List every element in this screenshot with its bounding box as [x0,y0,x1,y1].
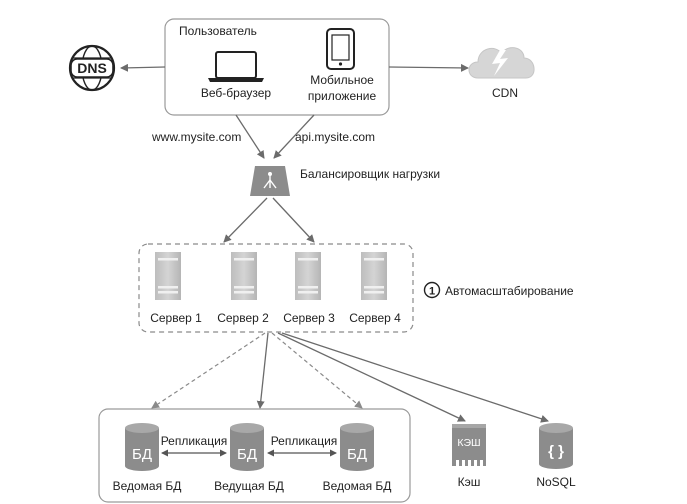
user-group-title: Пользователь [179,24,257,38]
db-glyph: БД [237,446,257,463]
server-4-label: Сервер 4 [349,311,401,325]
load-balancer-label: Балансировщик нагрузки [300,167,440,181]
server-icon [295,252,321,300]
arrow-lb-to-server4 [272,197,315,243]
arrow-user-to-dns [120,63,166,72]
arrow-servers-to-cache [277,332,466,422]
server-3-label: Сервер 3 [283,311,335,325]
arrow-api-to-lb [273,114,315,159]
cache-label: Кэш [458,475,481,489]
dns-label: DNS [77,60,107,76]
nosql-database-icon [539,423,573,469]
nosql-label: NoSQL [536,475,576,489]
laptop-icon [208,51,264,82]
web-domain-label: www.mysite.com [151,130,241,144]
slave-db-right-label: Ведомая БД [323,479,392,493]
api-domain-label: api.mysite.com [295,130,375,144]
arrow-servers-to-slave-right [271,332,363,409]
load-balancer-icon [250,166,290,196]
arrow-web-to-lb [235,114,265,159]
cdn-cloud-icon [468,47,535,79]
arrow-servers-to-nosql [281,332,549,423]
smartphone-icon [326,28,355,70]
arrow-user-to-cdn [388,63,469,72]
slave-db-left-label: Ведомая БД [113,479,182,493]
server-2-label: Сервер 2 [217,311,269,325]
autoscaling-label: Автомасштабирование [445,284,574,298]
nosql-glyph: { } [548,443,564,460]
arrow-servers-to-slave-left [151,332,266,409]
server-group-frame [138,243,414,333]
replication-label-right: Репликация [271,434,338,448]
autoscaling-number-badge [423,281,441,299]
mobile-app-label-line1: Мобильное [310,73,374,87]
database-icon [230,423,264,471]
master-db-label: Ведущая БД [214,479,284,493]
database-icon [340,423,374,471]
server-icon [155,252,181,300]
db-glyph: БД [132,446,152,463]
dns-globe-icon [68,44,116,92]
autoscaling-number: 1 [429,286,435,298]
mobile-app-label-line2: приложение [308,89,377,103]
replication-label-left: Репликация [161,434,228,448]
server-icon [231,252,257,300]
arrow-servers-to-master [256,332,269,409]
server-icon [361,252,387,300]
web-browser-label: Веб-браузер [201,86,272,100]
database-icon [125,423,159,471]
cache-icon [452,424,486,466]
database-group-frame [98,408,411,503]
cache-glyph: КЭШ [457,437,480,449]
arrow-lb-to-server1 [223,197,268,243]
db-glyph: БД [347,446,367,463]
server-1-label: Сервер 1 [150,311,202,325]
cdn-label: CDN [492,86,518,100]
